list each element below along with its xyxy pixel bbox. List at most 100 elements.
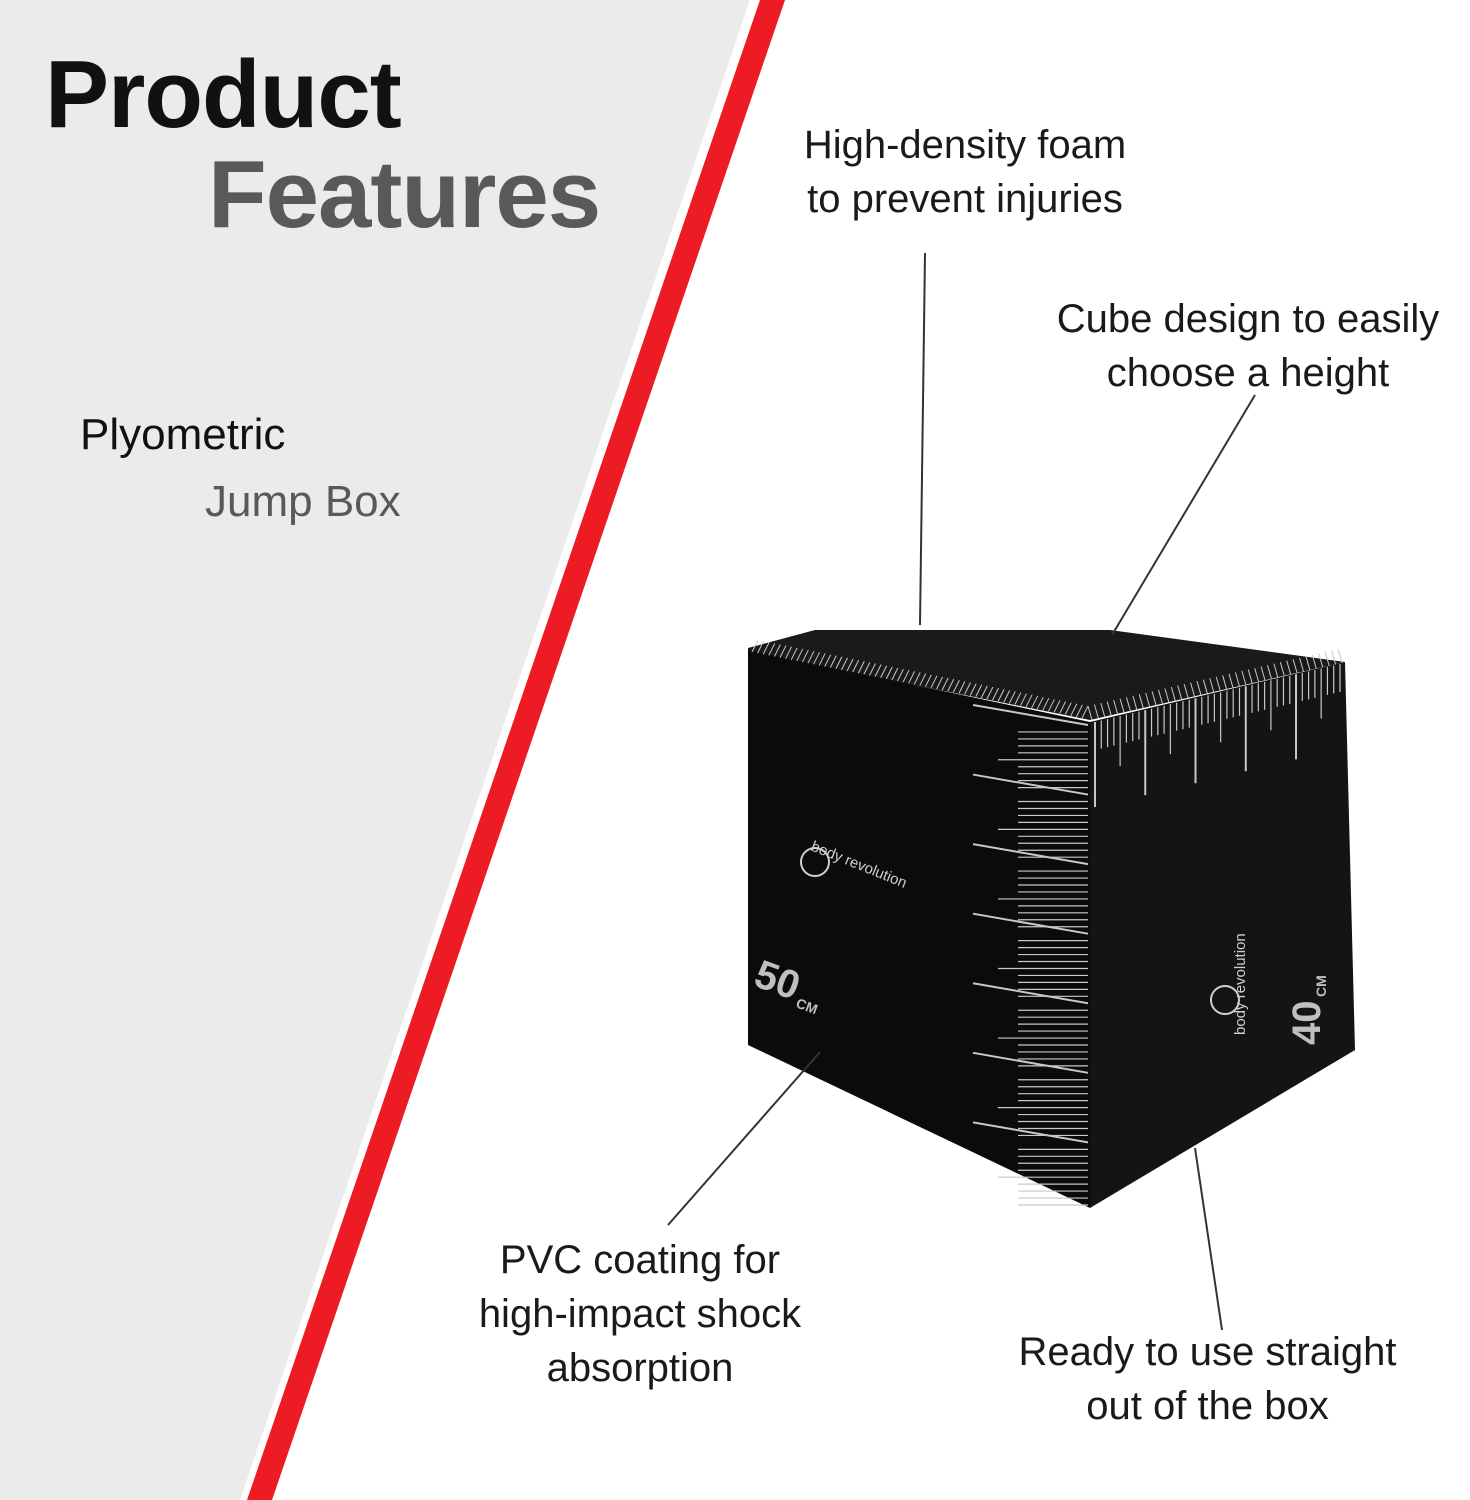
ruler-tick (1234, 672, 1240, 687)
ruler-tick (1247, 669, 1253, 684)
ruler-tick (930, 675, 938, 689)
ruler-tick (975, 684, 983, 697)
box-top-face (748, 630, 1345, 720)
ruler-tick (1020, 693, 1027, 706)
subtitle-line-1: Plyometric (80, 410, 286, 459)
ruler-tick (863, 662, 871, 675)
ruler-tick (1170, 686, 1176, 702)
ruler-tick (972, 1121, 1089, 1144)
ruler-tick (1254, 667, 1260, 683)
ruler-tick (972, 982, 1089, 1005)
callout-line: Cube design to easily (1056, 297, 1440, 341)
ruler-tick (1014, 692, 1022, 705)
callout-line: PVC coating for (499, 1238, 781, 1282)
ruler-tick (796, 648, 804, 662)
callout-line: high-impact shock (478, 1292, 802, 1336)
callout-foam: High-density foam to prevent injuries (740, 118, 1190, 226)
ruler-tick (891, 667, 899, 681)
ruler-tick (947, 678, 955, 692)
ruler-tick (1190, 682, 1196, 697)
box-ruler-top (751, 639, 1343, 721)
ruler-tick (1053, 700, 1061, 713)
ruler-tick (1241, 670, 1247, 686)
ruler-tick (972, 773, 1089, 796)
ruler-tick (1042, 697, 1050, 711)
leader-line-ready (1194, 1147, 1223, 1331)
ruler-tick (913, 672, 921, 685)
ruler-tick (1196, 681, 1202, 696)
ruler-tick (964, 682, 971, 695)
ruler-tick (1132, 695, 1138, 710)
callout-line: to prevent injuries (807, 177, 1123, 221)
title-line-1: Product (45, 41, 402, 148)
title-line-2: Features (208, 141, 601, 248)
callout-line: Ready to use straight (1018, 1330, 1397, 1374)
ruler-tick (1119, 698, 1125, 713)
ruler-tick (1324, 651, 1330, 667)
ruler-tick (835, 656, 843, 670)
callout-line: High-density foam (803, 123, 1127, 167)
ruler-tick (852, 659, 860, 673)
ruler-tick (941, 677, 949, 691)
ruler-tick (773, 644, 781, 657)
ruler-tick (972, 704, 1089, 726)
callout-ready: Ready to use straight out of the box (975, 1325, 1440, 1433)
ruler-tick (1209, 678, 1215, 693)
ruler-tick (1145, 692, 1151, 707)
ruler-tick (997, 688, 1005, 702)
ruler-tick (841, 657, 848, 671)
box-ruler-front (972, 704, 1089, 1206)
callout-line: out of the box (1086, 1384, 1329, 1428)
ruler-tick (1059, 701, 1067, 714)
ruler-tick (824, 654, 832, 667)
ruler-tick (924, 674, 932, 687)
ruler-tick (969, 683, 977, 696)
ruler-tick (986, 686, 994, 700)
brand-logo-side: body revolution (1210, 933, 1249, 1035)
ruler-tick (762, 642, 770, 655)
ruler-tick (1273, 663, 1279, 678)
callout-cube: Cube design to easily choose a height (1028, 292, 1468, 400)
ruler-tick (992, 687, 999, 701)
ruler-tick (1100, 702, 1106, 718)
ruler-tick (1087, 705, 1093, 721)
callout-line: choose a height (1106, 351, 1390, 395)
ruler-tick (980, 685, 988, 699)
ruler-tick (768, 643, 776, 656)
ruler-tick (1138, 694, 1144, 709)
box-side-face (1090, 662, 1355, 1208)
brand-text-side: body revolution (1232, 933, 1249, 1035)
ruler-tick (1260, 666, 1266, 681)
ruler-tick (936, 676, 944, 690)
ruler-tick (801, 649, 809, 663)
leader-line-foam (919, 252, 926, 626)
ruler-tick (1151, 691, 1157, 706)
ruler-tick (1215, 676, 1221, 691)
ruler-tick (1331, 650, 1337, 665)
ruler-tick (908, 671, 916, 684)
ruler-tick (1286, 660, 1292, 675)
box-ruler-side (1094, 664, 1341, 807)
ruler-tick (1113, 700, 1119, 715)
ruler-tick (1025, 694, 1033, 708)
ruler-tick (1093, 704, 1099, 719)
ruler-tick (1228, 673, 1234, 688)
ruler-tick (1047, 699, 1055, 712)
ruler-tick (1164, 688, 1170, 703)
box-front-face (748, 650, 1090, 1208)
ruler-tick (885, 666, 893, 680)
ruler-tick (813, 652, 820, 665)
ruler-tick (779, 645, 787, 658)
ruler-tick (972, 912, 1089, 935)
ruler-tick (958, 681, 966, 694)
ruler-tick (1008, 691, 1016, 704)
ruler-tick (1267, 664, 1272, 680)
unit-label-side: CM (1313, 975, 1329, 997)
ruler-tick (919, 673, 927, 686)
subtitle-line-2: Jump Box (205, 477, 401, 526)
ruler-tick (757, 640, 765, 654)
callout-line: absorption (546, 1346, 734, 1390)
leader-line-pvc (667, 1051, 821, 1226)
ruler-tick (1202, 679, 1208, 694)
ruler-tick (818, 653, 826, 666)
